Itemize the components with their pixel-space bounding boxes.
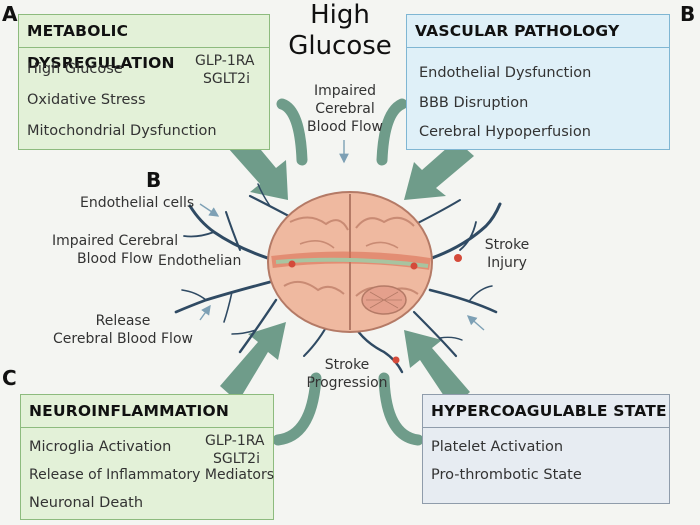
pointer-stroke-right <box>466 315 485 331</box>
label-impaired-cerebral-blood-flow-top: Impaired Cerebral Blood Flow <box>300 82 390 136</box>
label-stroke-progression-line-2: Progression <box>306 375 388 391</box>
label-release-line-2: Cerebral Blood Flow <box>53 331 193 347</box>
label-stroke-progression: Stroke Progression <box>300 356 394 392</box>
big-arrow-bottom-right <box>404 330 470 408</box>
hyper-item-platelet: Platelet Activation <box>431 439 564 455</box>
label-endothelian: Endothelian <box>158 253 242 269</box>
label-release-line-1: Release <box>95 313 151 329</box>
big-arrow-bottom-left <box>220 322 286 402</box>
metabolic-item-oxidative-stress: Oxidative Stress <box>27 92 146 108</box>
label-impaired-left-line-2: Blood Flow <box>77 251 153 267</box>
neuro-title: NEUROINFLAMMATION <box>21 395 273 428</box>
hypercoagulable-box: HYPERCOAGULABLE STATE Platelet Activatio… <box>422 394 670 504</box>
vascular-item-hypoperfusion: Cerebral Hypoperfusion <box>419 124 591 140</box>
vascular-item-endothelial: Endothelial Dysfunction <box>419 65 592 81</box>
curved-arrow-top-left <box>276 98 308 166</box>
metabolic-item-high-glucose: High Glucose <box>27 61 123 77</box>
metabolic-drug-sglt2i: SGLT2i <box>203 71 250 87</box>
neuro-item-neuronal-death: Neuronal Death <box>29 495 144 511</box>
pointer-release <box>199 304 211 321</box>
label-impaired-top-line-1: Impaired <box>313 83 377 99</box>
center-label-b: B <box>146 168 162 192</box>
label-impaired-top-line-3: Blood Flow <box>307 119 383 135</box>
label-stroke-injury: Stroke Injury <box>478 236 536 272</box>
vascular-item-bbb: BBB Disruption <box>419 95 529 111</box>
metabolic-item-mitochondrial: Mitochondrial Dysfunction <box>27 123 217 139</box>
label-impaired-cerebral-blood-flow-left: Impaired Cerebral Blood Flow <box>52 232 178 268</box>
hyper-item-prothrombotic: Pro-thrombotic State <box>431 467 582 483</box>
neuro-drug-sglt2i: SGLT2i <box>213 451 260 467</box>
corner-label-c: C <box>2 366 17 390</box>
hyper-title: HYPERCOAGULABLE STATE <box>423 395 669 428</box>
metabolic-title: METABOLIC DYSREGULATION <box>19 15 269 72</box>
curved-arrow-top-right <box>376 98 408 166</box>
label-impaired-top-line-2: Cerebral <box>315 101 375 117</box>
title-line-2: Glucose <box>288 31 392 61</box>
corner-label-a: A <box>2 2 18 26</box>
label-endothelial-cells: Endothelial cells <box>80 195 195 211</box>
neuro-item-microglia: Microglia Activation <box>29 439 172 455</box>
label-release-cerebral-blood-flow: Release Cerebral Blood Flow <box>48 312 198 348</box>
label-stroke-progression-line-1: Stroke <box>324 357 370 373</box>
page-title: High Glucose <box>284 0 396 62</box>
pointer-endothelial-cells <box>199 203 220 217</box>
title-line-1: High <box>310 0 370 30</box>
label-stroke-injury-line-2: Injury <box>487 255 527 271</box>
metabolic-dysregulation-box: METABOLIC DYSREGULATION High Glucose Oxi… <box>18 14 270 150</box>
big-arrow-top-right <box>404 140 474 200</box>
brain-illustration <box>267 191 462 364</box>
neuroinflammation-box: NEUROINFLAMMATION Microglia Activation R… <box>20 394 274 520</box>
vascular-title: VASCULAR PATHOLOGY <box>407 15 669 48</box>
metabolic-drug-glp1ra: GLP-1RA <box>195 53 255 69</box>
vascular-pathology-box: VASCULAR PATHOLOGY Endothelial Dysfuncti… <box>406 14 670 150</box>
neuro-item-mediators: Release of Inflammatory Mediators <box>29 467 275 483</box>
label-impaired-left-line-1: Impaired Cerebral <box>52 233 179 249</box>
curved-arrow-bottom-left <box>272 372 322 446</box>
curved-arrow-bottom-right <box>378 372 424 446</box>
neuro-drug-glp1ra: GLP-1RA <box>205 433 265 449</box>
label-stroke-injury-line-1: Stroke <box>484 237 530 253</box>
corner-label-b: B <box>680 2 696 26</box>
